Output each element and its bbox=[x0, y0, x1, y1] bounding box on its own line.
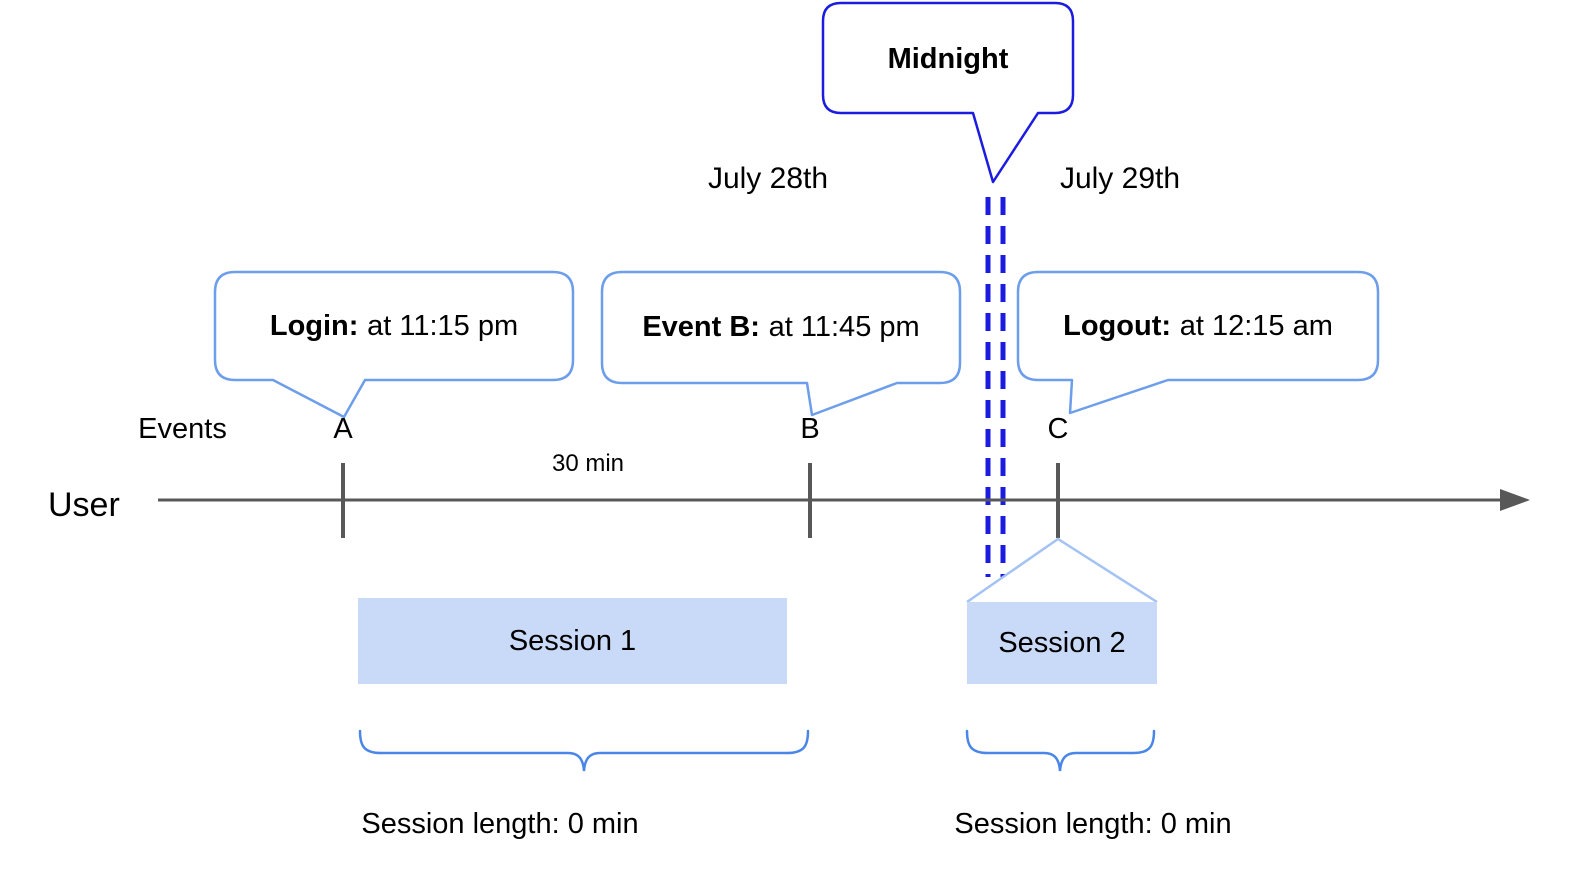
midnight-callout-bubble bbox=[821, 1, 1075, 184]
session2-length-label: Session length: 0 min bbox=[954, 808, 1232, 840]
session1-bar: Session 1 bbox=[358, 598, 787, 684]
login-time: at 11:15 pm bbox=[367, 309, 519, 342]
date-label-july-29: July 29th bbox=[1059, 162, 1181, 195]
event-marker-b: B bbox=[800, 413, 820, 445]
event-b-time: at 11:45 pm bbox=[768, 311, 920, 343]
date-label-july-28: July 28th bbox=[707, 162, 829, 195]
session2-length-brace bbox=[965, 729, 1156, 772]
login-callout-text: Login: at 11:15 pm bbox=[215, 272, 573, 380]
user-axis-label: User bbox=[48, 486, 120, 524]
midnight-label: Midnight bbox=[887, 42, 1009, 75]
event-b-callout-bubble bbox=[600, 270, 962, 417]
event-marker-c: C bbox=[1047, 413, 1069, 445]
session1-length-label: Session length: 0 min bbox=[361, 808, 639, 840]
logout-time: at 12:15 am bbox=[1179, 309, 1333, 342]
login-label: Login: bbox=[269, 309, 359, 342]
session1-length-brace bbox=[358, 729, 810, 772]
session2-pointer-triangle bbox=[966, 537, 1158, 604]
events-axis-label: Events bbox=[138, 413, 227, 445]
logout-label: Logout: bbox=[1063, 309, 1172, 342]
event-b-callout-text: Event B: at 11:45 pm bbox=[602, 272, 960, 383]
logout-callout-text: Logout: at 12:15 am bbox=[1018, 272, 1378, 380]
login-callout-bubble bbox=[213, 270, 575, 419]
session1-label: Session 1 bbox=[508, 624, 637, 657]
session2-bar: Session 2 bbox=[967, 602, 1157, 684]
interval-label: 30 min bbox=[551, 450, 625, 477]
event-marker-a: A bbox=[333, 413, 353, 445]
timeline-arrowhead bbox=[1500, 489, 1530, 511]
event-b-label: Event B: bbox=[642, 311, 760, 343]
logout-callout-bubble bbox=[1016, 270, 1380, 415]
session2-label: Session 2 bbox=[998, 626, 1126, 659]
